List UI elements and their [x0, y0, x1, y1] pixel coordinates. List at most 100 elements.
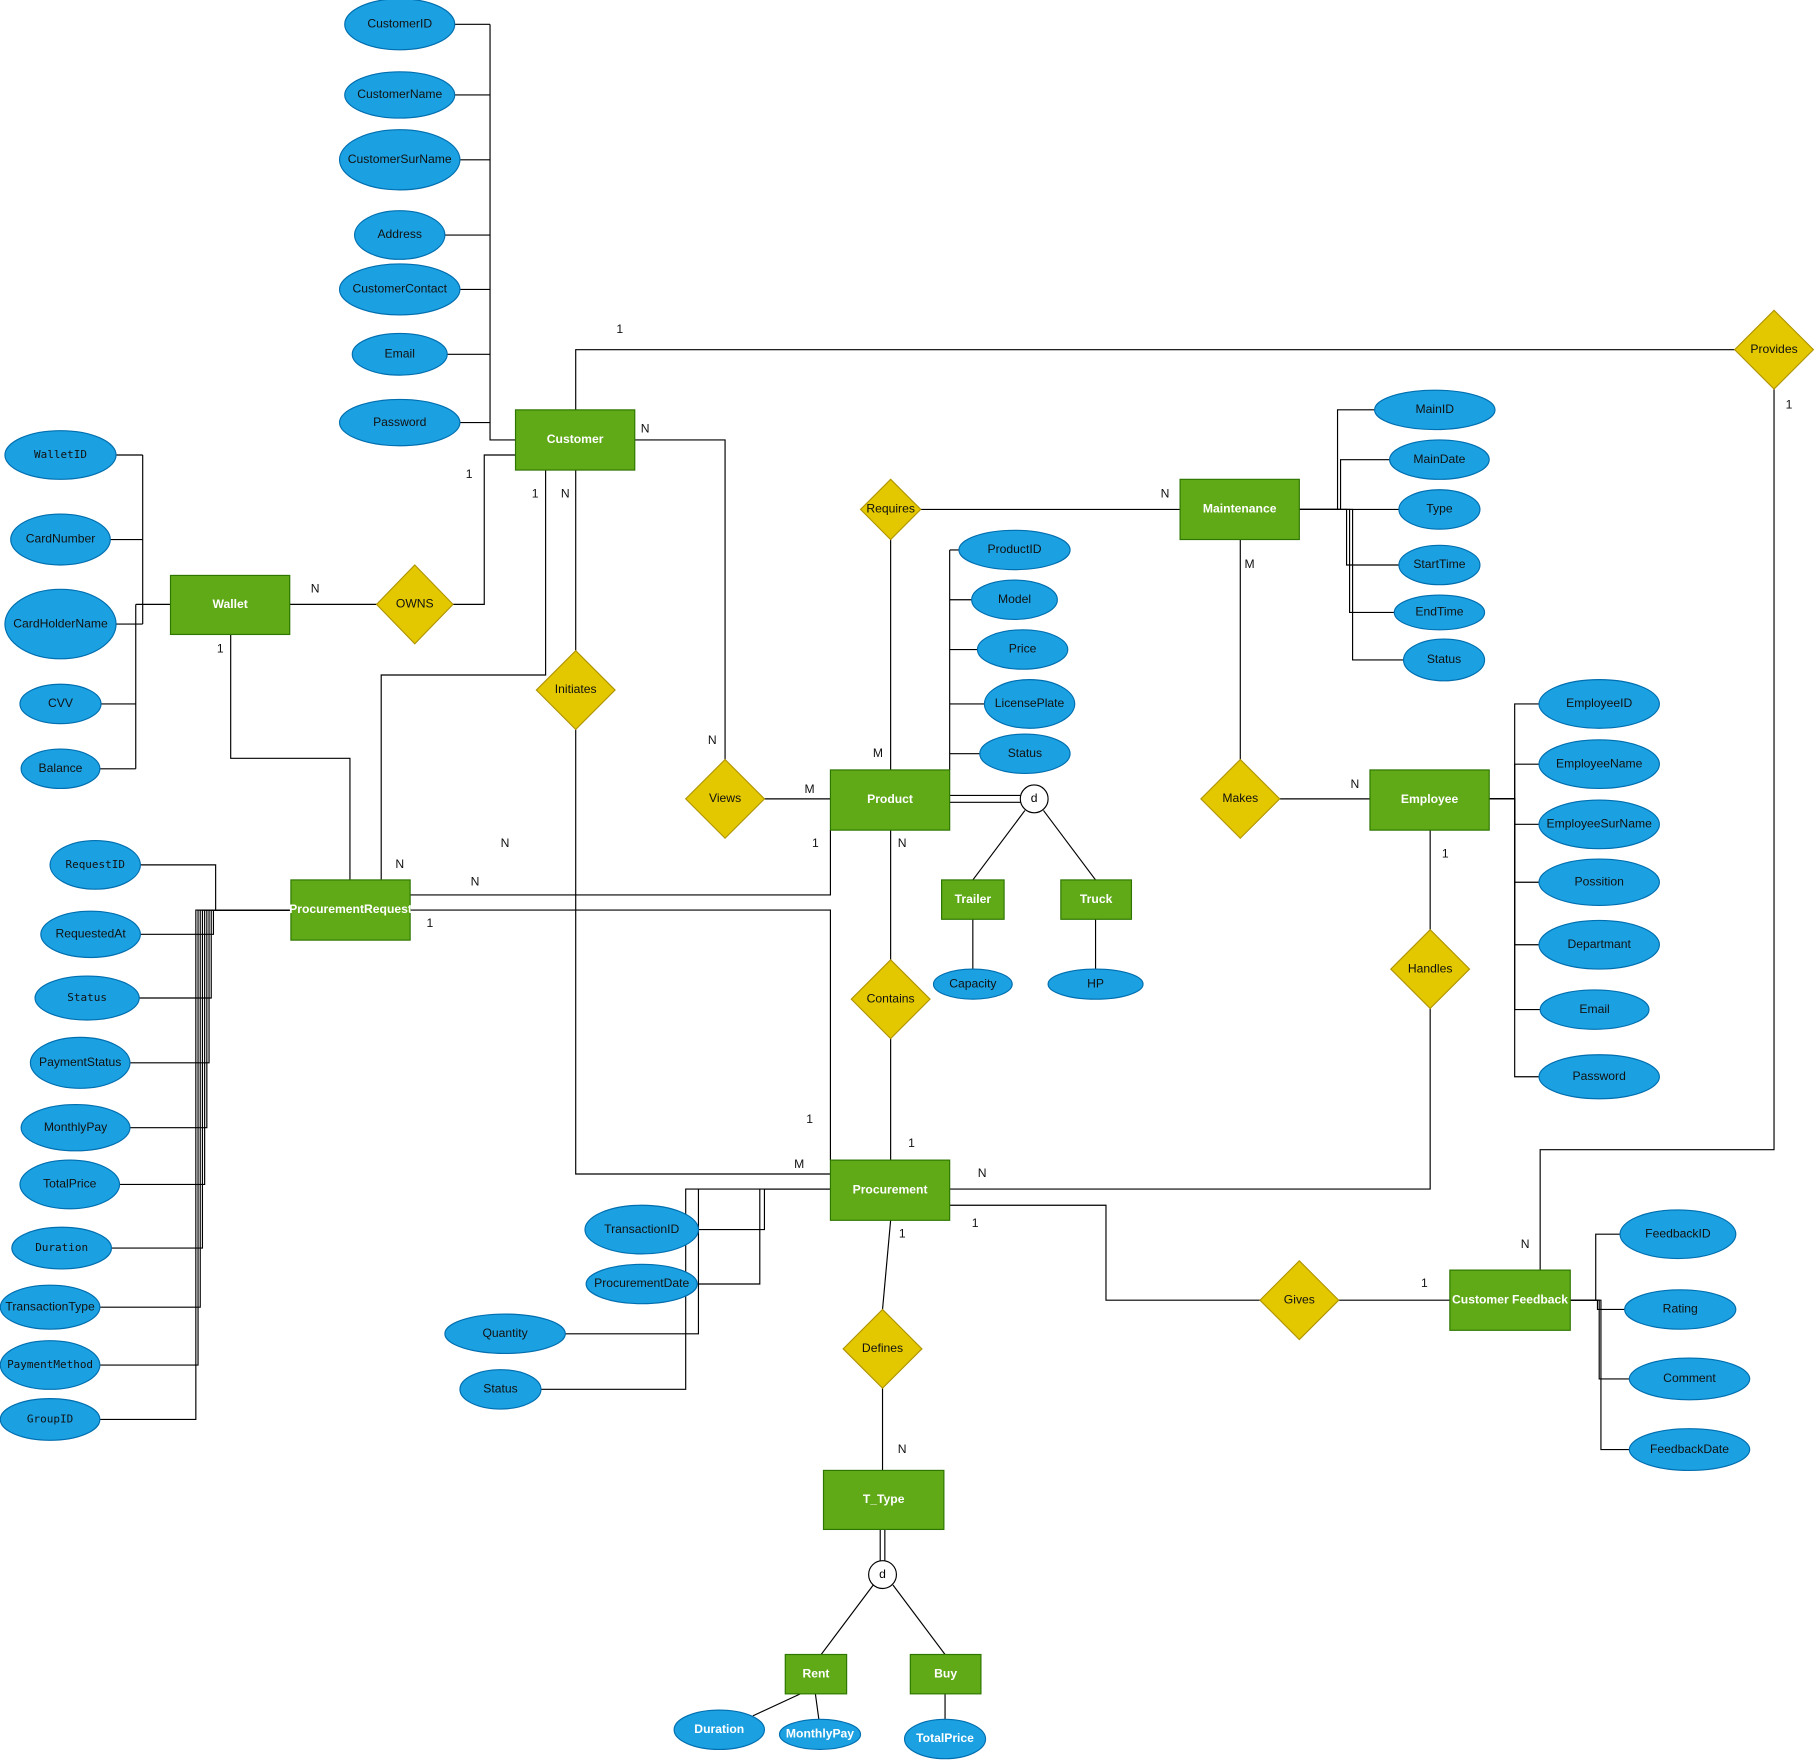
attribute-wallet[interactable]: CardHolderName [4, 588, 117, 660]
attribute-product[interactable]: ProductID [958, 529, 1071, 571]
attribute-employee[interactable]: Departmant [1538, 919, 1660, 970]
attribute-procurement-request[interactable]: RequestID [49, 839, 141, 890]
attribute-employee[interactable]: EmployeeID [1538, 679, 1660, 729]
attribute-wallet[interactable]: Balance [20, 748, 101, 790]
attribute-procurement[interactable]: Status [459, 1369, 542, 1410]
attribute-maintenance[interactable]: Type [1398, 489, 1481, 530]
label: FeedbackDate [1650, 1442, 1729, 1456]
cardinality-label: N [561, 487, 570, 501]
relationship-views[interactable]: Views [684, 758, 766, 840]
attribute-procurement-request[interactable]: MonthlyPay [20, 1103, 131, 1152]
label: MainID [1416, 402, 1455, 416]
entity-truck[interactable]: Truck [1060, 879, 1133, 920]
attribute-trailer[interactable]: Capacity [932, 968, 1013, 1000]
attribute-wallet[interactable]: CardNumber [10, 513, 111, 566]
entity-trailer[interactable]: Trailer [940, 879, 1005, 920]
entity-wallet[interactable]: Wallet [169, 574, 291, 636]
label: Capacity [949, 976, 997, 990]
entity-procurement[interactable]: Procurement [829, 1159, 951, 1221]
attribute-product[interactable]: Status [979, 733, 1071, 774]
attribute-procurement[interactable]: Quantity [444, 1313, 566, 1355]
attribute-rent[interactable]: MonthlyPay [778, 1718, 862, 1751]
attribute-maintenance[interactable]: EndTime [1393, 594, 1486, 631]
label: TransactionType [5, 1299, 95, 1313]
label: d [1031, 791, 1038, 805]
attribute-customer[interactable]: Password [338, 398, 461, 447]
attribute-customer[interactable]: Address [353, 210, 446, 260]
entity-rent[interactable]: Rent [784, 1653, 848, 1695]
relationship-provides[interactable]: Provides [1733, 309, 1815, 390]
attribute-maintenance[interactable]: MainDate [1389, 439, 1490, 480]
attribute-product[interactable]: Model [971, 579, 1058, 620]
connector-line [1042, 810, 1097, 881]
entity-employee[interactable]: Employee [1369, 769, 1490, 831]
relationship-makes[interactable]: Makes [1200, 758, 1281, 840]
label: CardNumber [26, 532, 96, 546]
entity-maintenance[interactable]: Maintenance [1179, 478, 1300, 541]
attribute-procurement[interactable]: ProcurementDate [585, 1263, 698, 1305]
attribute-customer[interactable]: CustomerSurName [338, 129, 461, 191]
attribute-customer-feedback[interactable]: Rating [1624, 1289, 1737, 1330]
label: Password [373, 415, 426, 429]
relationship-owns[interactable]: OWNS [375, 564, 454, 645]
attribute-product[interactable]: LicensePlate [983, 679, 1076, 729]
label: HP [1087, 976, 1104, 990]
attribute-customer[interactable]: CustomerName [344, 71, 456, 119]
entity-buy[interactable]: Buy [909, 1653, 982, 1695]
attribute-buy[interactable]: TotalPrice [903, 1718, 987, 1760]
attribute-maintenance[interactable]: StartTime [1398, 544, 1481, 586]
attribute-customer[interactable]: CustomerID [344, 0, 456, 51]
label: Provides [1750, 342, 1797, 356]
disjoint-marker: d [868, 1560, 898, 1590]
attribute-maintenance[interactable]: Status [1402, 638, 1486, 682]
connector-line [99, 909, 291, 1421]
attribute-procurement-request[interactable]: Status [34, 975, 140, 1021]
label: Address [377, 227, 422, 241]
relationship-initiates[interactable]: Initiates [535, 649, 616, 731]
attribute-employee[interactable]: EmployeeSurName [1538, 799, 1660, 850]
relationship-contains[interactable]: Contains [850, 958, 931, 1040]
attribute-customer-feedback[interactable]: FeedbackDate [1628, 1428, 1751, 1471]
label: Status [1427, 652, 1461, 666]
relationship-requires[interactable]: Requires [859, 478, 922, 541]
label: Comment [1663, 1371, 1716, 1385]
attribute-employee[interactable]: Password [1538, 1054, 1660, 1100]
attribute-procurement-request[interactable]: TotalPrice [19, 1159, 121, 1210]
label: Initiates [555, 682, 597, 696]
attribute-customer-feedback[interactable]: FeedbackID [1619, 1209, 1737, 1260]
relationship-handles[interactable]: Handles [1389, 928, 1471, 1010]
attribute-procurement[interactable]: TransactionID [584, 1204, 700, 1255]
attribute-employee[interactable]: Email [1539, 989, 1650, 1030]
attribute-truck[interactable]: HP [1047, 968, 1144, 1000]
relationship-gives[interactable]: Gives [1259, 1260, 1340, 1341]
attribute-procurement-request[interactable]: Duration [11, 1226, 113, 1270]
cardinality-label: 1 [899, 1226, 906, 1240]
attribute-customer[interactable]: CustomerContact [338, 263, 461, 316]
relationship-defines[interactable]: Defines [842, 1308, 923, 1390]
attribute-procurement-request[interactable]: GroupID [0, 1398, 101, 1441]
attribute-product[interactable]: Price [976, 629, 1069, 670]
entity-procurement-request[interactable]: ProcurementRequest [289, 879, 412, 941]
attribute-employee[interactable]: EmployeeName [1538, 739, 1660, 790]
attribute-procurement-request[interactable]: PaymentStatus [29, 1036, 131, 1089]
cardinality-label: 1 [806, 1112, 813, 1126]
label: ProcurementRequest [289, 902, 412, 916]
entity-customer[interactable]: Customer [514, 409, 636, 471]
attribute-employee[interactable]: Possition [1538, 858, 1660, 906]
attribute-wallet[interactable]: WalletID [4, 430, 117, 480]
label: Rating [1663, 1302, 1698, 1316]
attribute-customer-feedback[interactable]: Comment [1628, 1357, 1751, 1401]
attribute-customer[interactable]: Email [351, 332, 448, 376]
attribute-procurement-request[interactable]: PaymentMethod [0, 1340, 101, 1390]
entity-customer-feedback[interactable]: Customer Feedback [1449, 1269, 1571, 1331]
entity-t-type[interactable]: T_Type [822, 1469, 945, 1531]
label: PaymentMethod [7, 1358, 93, 1371]
attribute-rent[interactable]: Duration [673, 1709, 766, 1751]
entity-product[interactable]: Product [829, 769, 951, 831]
attribute-maintenance[interactable]: MainID [1374, 389, 1496, 431]
label: Requires [866, 502, 915, 516]
label: Customer [547, 432, 604, 446]
attribute-procurement-request[interactable]: TransactionType [0, 1284, 101, 1330]
attribute-wallet[interactable]: CVV [19, 683, 102, 725]
attribute-procurement-request[interactable]: RequestedAt [40, 910, 141, 959]
